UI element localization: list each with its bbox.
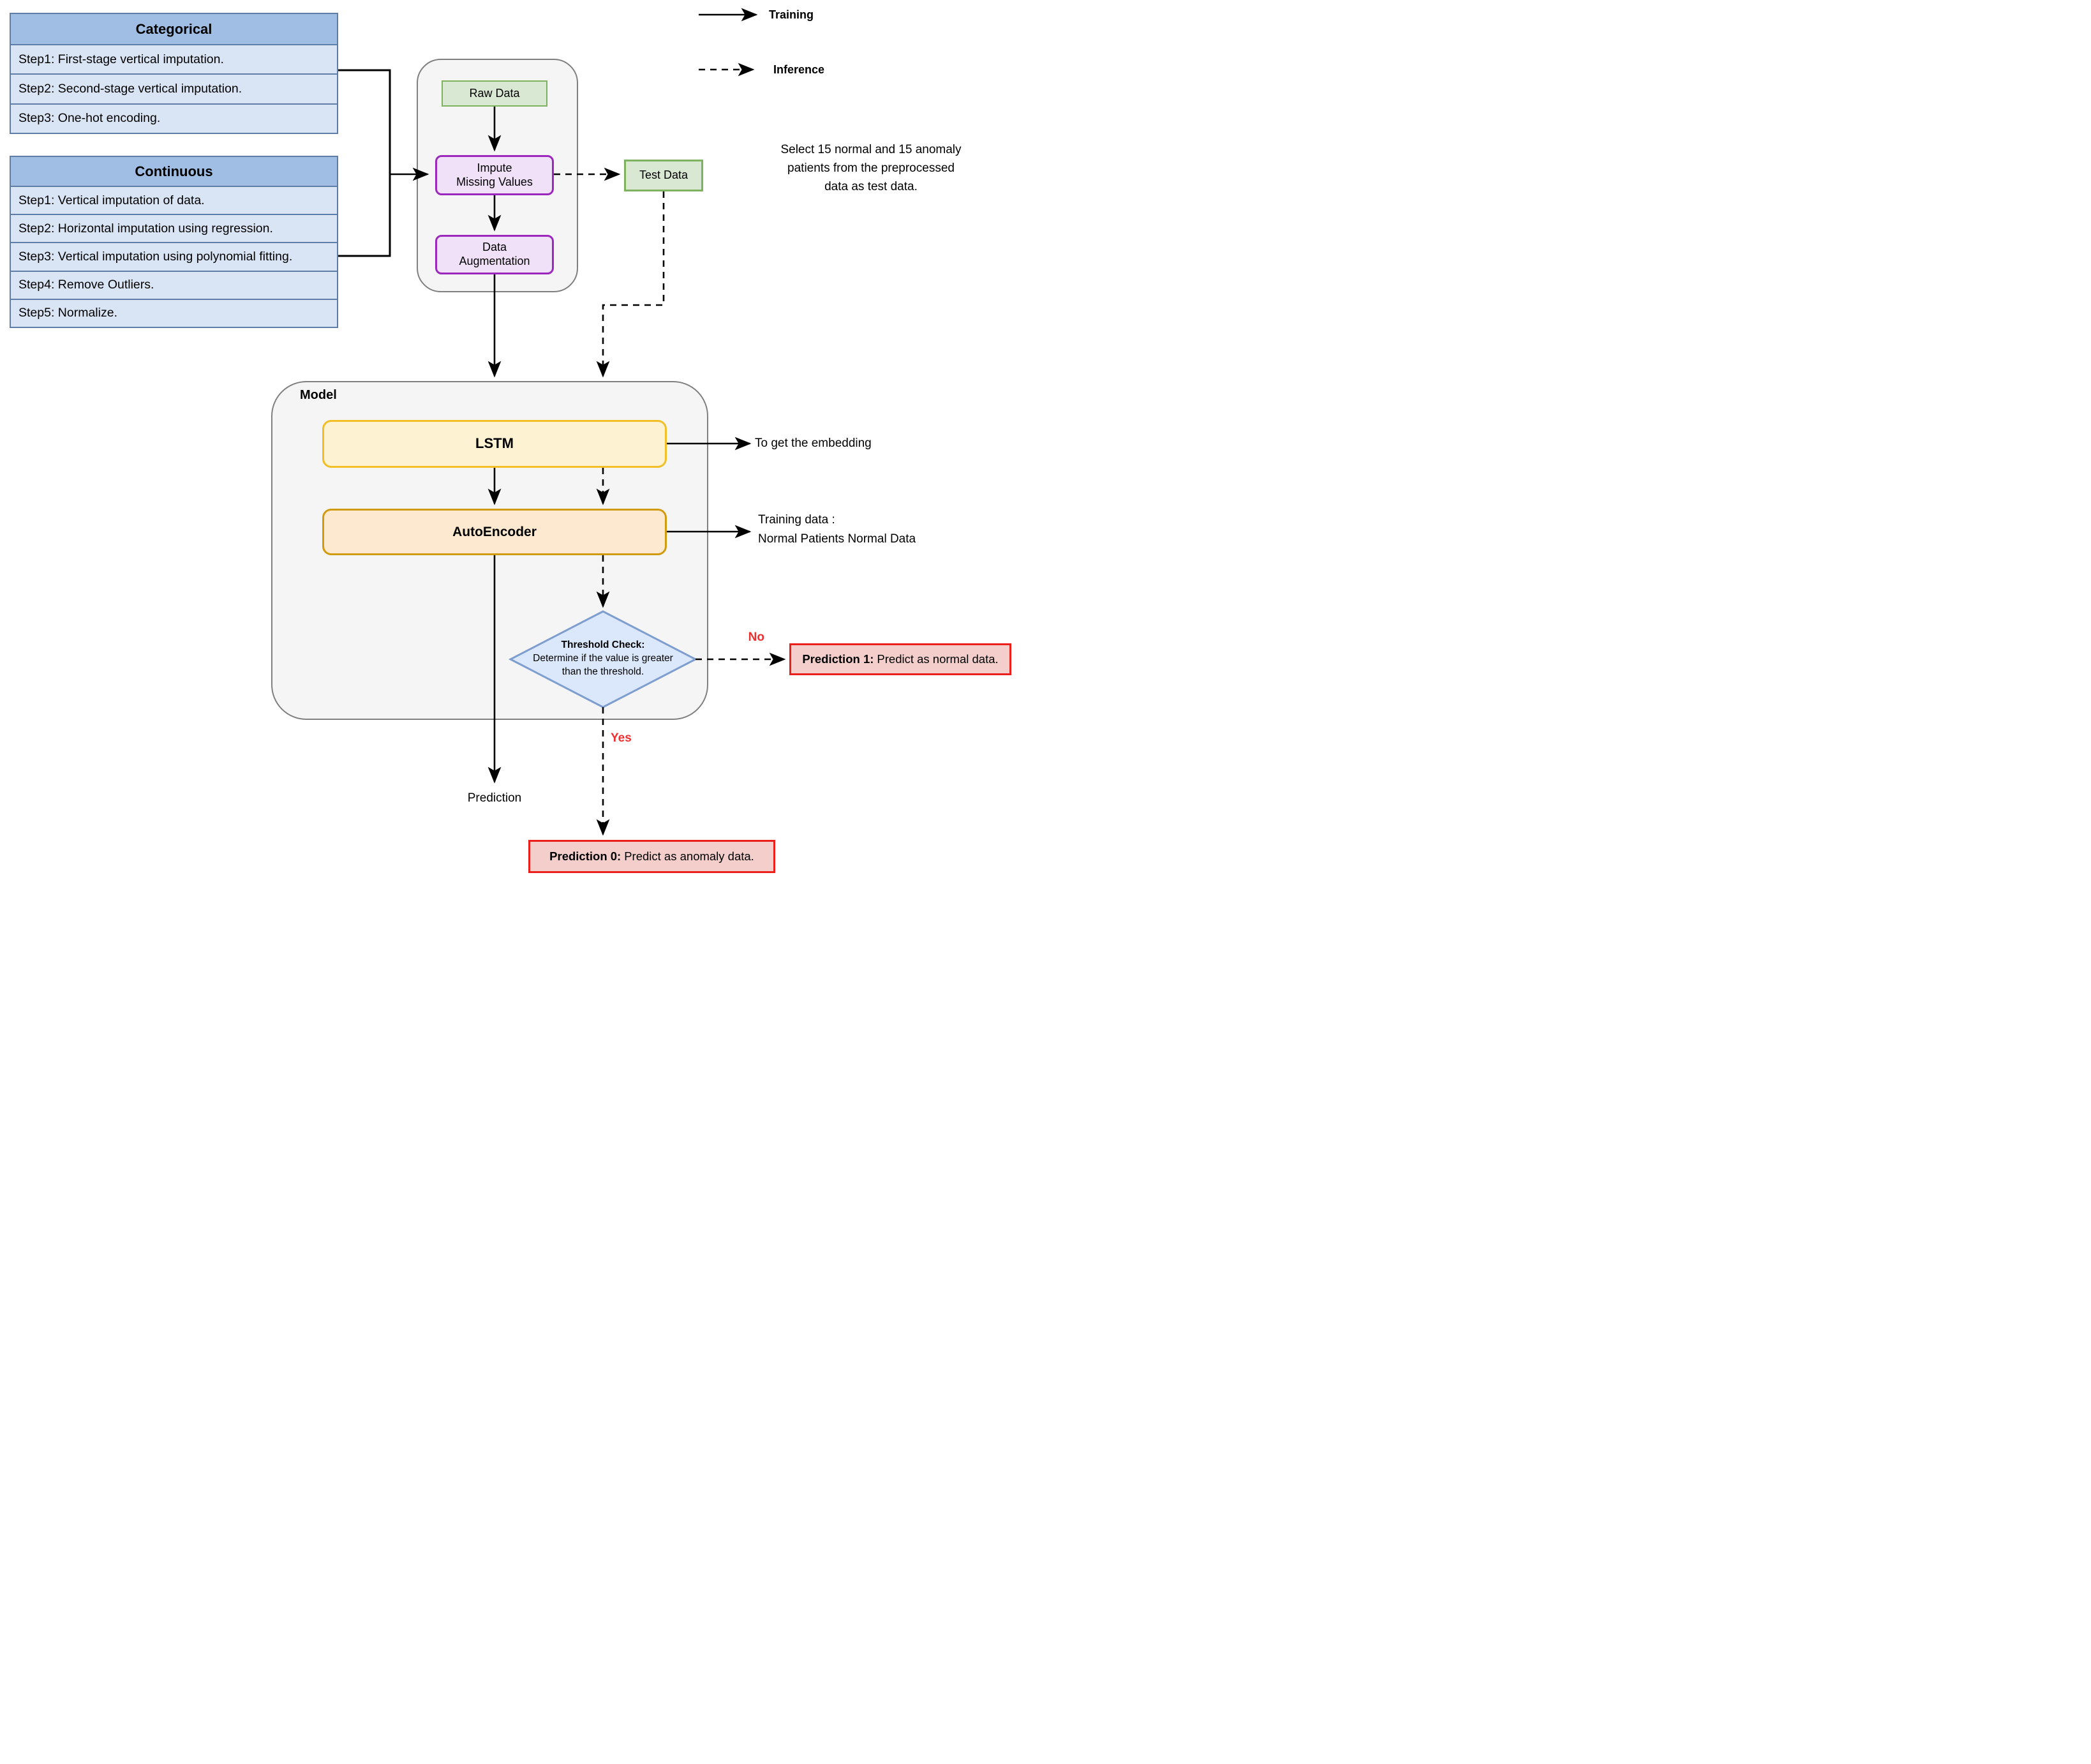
prediction-0-label: Prediction 0: [549, 849, 621, 863]
training-data-line1: Training data : [758, 513, 835, 527]
bracket-tables [338, 69, 391, 257]
autoencoder-node: AutoEncoder [322, 509, 667, 555]
test-data-note: Select 15 normal and 15 anomaly patients… [718, 140, 1024, 196]
table-row: Step5: Normalize. [11, 299, 337, 327]
label-yes: Yes [611, 731, 632, 745]
continuous-table-title: Continuous [11, 157, 337, 187]
flow-diagram: Categorical Step1: First-stage vertical … [0, 0, 1045, 882]
table-row: Step2: Horizontal imputation using regre… [11, 215, 337, 244]
training-data-annotation: Training data : Normal Patients Normal D… [758, 513, 916, 546]
augment-label-line2: Augmentation [459, 255, 530, 267]
impute-label-line2: Missing Values [456, 175, 533, 188]
table-row: Step1: Vertical imputation of data. [11, 187, 337, 216]
arrow-testdata-model [596, 191, 665, 378]
prediction-1-text: Predict as normal data. [877, 652, 999, 666]
legend-inference-label: Inference [773, 63, 825, 76]
model-title: Model [300, 388, 337, 402]
prediction-0-text: Predict as anomaly data. [624, 849, 754, 863]
raw-data-label: Raw Data [469, 86, 520, 100]
lstm-label: LSTM [475, 435, 514, 452]
table-row: Step3: Vertical imputation using polynom… [11, 243, 337, 272]
embedding-annotation: To get the embedding [755, 437, 872, 450]
categorical-table: Categorical Step1: First-stage vertical … [10, 13, 338, 134]
autoencoder-label: AutoEncoder [452, 524, 537, 539]
augment-label-line1: Data [482, 241, 507, 254]
test-data-label: Test Data [639, 168, 688, 182]
test-data-note-line: patients from the preprocessed [787, 161, 955, 175]
prediction-label: Prediction [467, 791, 522, 805]
augment-node: Data Augmentation [435, 235, 554, 274]
prediction-1-label: Prediction 1: [802, 652, 874, 666]
test-data-note-line: data as test data. [824, 180, 918, 193]
threshold-line1: Determine if the value is greater [533, 653, 673, 664]
threshold-diamond-text: Threshold Check: Determine if the value … [517, 638, 689, 678]
threshold-title: Threshold Check: [561, 639, 645, 650]
test-data-node: Test Data [624, 160, 703, 191]
test-data-note-line: Select 15 normal and 15 anomaly [780, 143, 962, 156]
prediction-0-node: Prediction 0: Predict as anomaly data. [528, 840, 775, 873]
training-data-line2: Normal Patients Normal Data [758, 532, 916, 546]
impute-label-line1: Impute [477, 161, 512, 174]
table-row: Step2: Second-stage vertical imputation. [11, 75, 337, 105]
label-no: No [748, 631, 764, 644]
table-row: Step1: First-stage vertical imputation. [11, 45, 337, 75]
impute-node: Impute Missing Values [435, 155, 554, 195]
lstm-node: LSTM [322, 420, 667, 468]
categorical-table-title: Categorical [11, 14, 337, 45]
table-row: Step3: One-hot encoding. [11, 104, 337, 133]
legend-training-label: Training [769, 8, 814, 21]
prediction-1-node: Prediction 1: Predict as normal data. [789, 643, 1011, 675]
raw-data-node: Raw Data [442, 80, 547, 107]
threshold-line2: than the threshold. [562, 666, 644, 677]
table-row: Step4: Remove Outliers. [11, 271, 337, 300]
continuous-table: Continuous Step1: Vertical imputation of… [10, 156, 338, 328]
